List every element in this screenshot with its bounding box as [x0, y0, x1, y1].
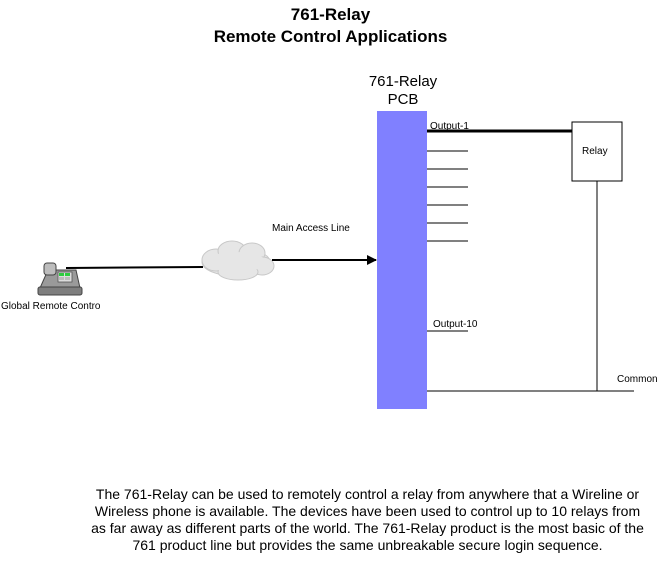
cloud-icon — [201, 240, 275, 281]
output-10-label: Output-10 — [433, 319, 478, 330]
pcb-board — [377, 111, 427, 409]
output-1-label: Output-1 — [430, 121, 469, 132]
phone-line — [65, 266, 204, 269]
diagram-title: 761-Relay — [290, 5, 371, 24]
output-stubs — [427, 150, 468, 332]
pcb-label-line2: PCB — [387, 91, 419, 108]
main-access-line-label: Main Access Line — [272, 223, 350, 234]
common-label: Common — [617, 374, 658, 385]
description-text: The 761-Relay can be used to remotely co… — [91, 486, 644, 553]
pcb-label-line1: 761-Relay — [368, 73, 438, 90]
desk-phone-icon — [37, 262, 83, 296]
diagram-subtitle: Remote Control Applications — [213, 27, 448, 46]
phone-label: Global Remote Contro — [1, 301, 101, 312]
relay-label: Relay — [582, 146, 608, 157]
